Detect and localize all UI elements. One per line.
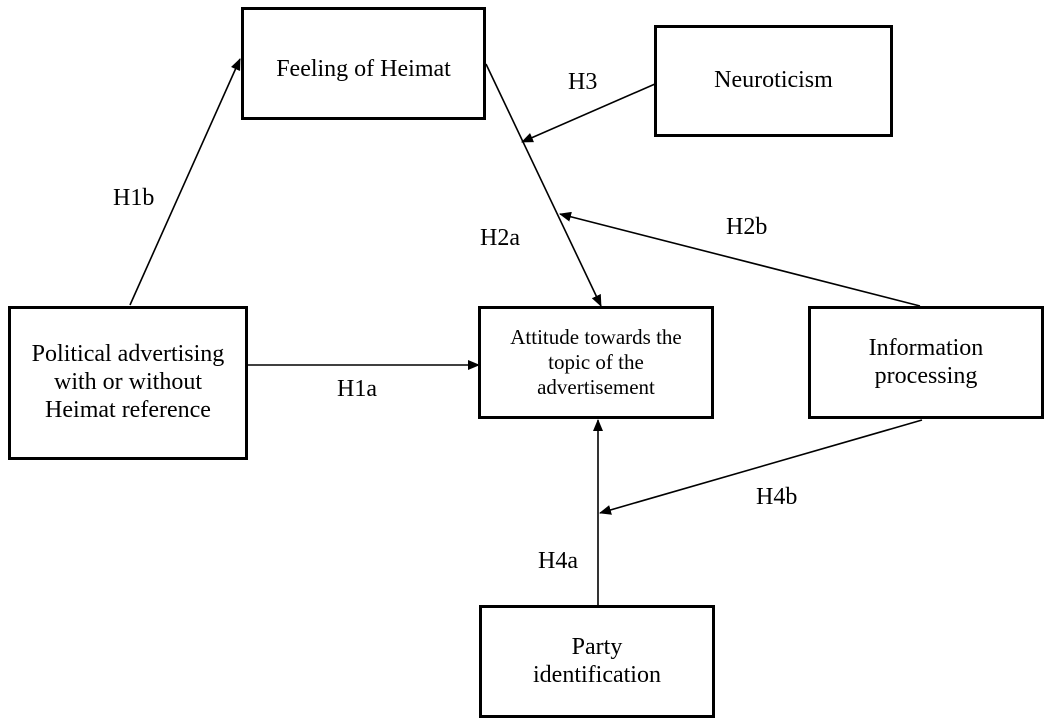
edge-label-h1b: H1b: [113, 185, 155, 211]
node-attitude-label: Attitude towards the topic of the advert…: [510, 324, 682, 400]
node-party-identification-label: Party identification: [533, 633, 661, 688]
edge-label-h3: H3: [568, 69, 598, 95]
node-neuroticism: Neuroticism: [654, 25, 893, 137]
arrow-h2b: [559, 211, 921, 307]
arrow-h4b: [599, 419, 923, 515]
node-information-processing-label: Information processing: [868, 334, 984, 389]
node-attitude: Attitude towards the topic of the advert…: [478, 306, 714, 419]
node-party-identification: Party identification: [479, 605, 715, 718]
node-feeling-of-heimat-label: Feeling of Heimat: [276, 56, 451, 82]
arrow-h1b: [129, 58, 241, 306]
arrow-h3: [521, 83, 656, 143]
node-neuroticism-label: Neuroticism: [714, 67, 833, 94]
edge-label-h2b: H2b: [726, 214, 768, 240]
node-political-advertising: Political advertising with or without He…: [8, 306, 248, 460]
node-feeling-of-heimat: Feeling of Heimat: [241, 7, 486, 120]
edge-label-h4b: H4b: [756, 484, 798, 510]
node-information-processing: Information processing: [808, 306, 1044, 419]
edge-label-h2a: H2a: [480, 225, 520, 251]
node-political-advertising-label: Political advertising with or without He…: [31, 341, 225, 423]
edge-label-h4a: H4a: [538, 548, 578, 574]
arrow-h2a: [485, 63, 602, 307]
edge-label-h1a: H1a: [337, 376, 377, 402]
